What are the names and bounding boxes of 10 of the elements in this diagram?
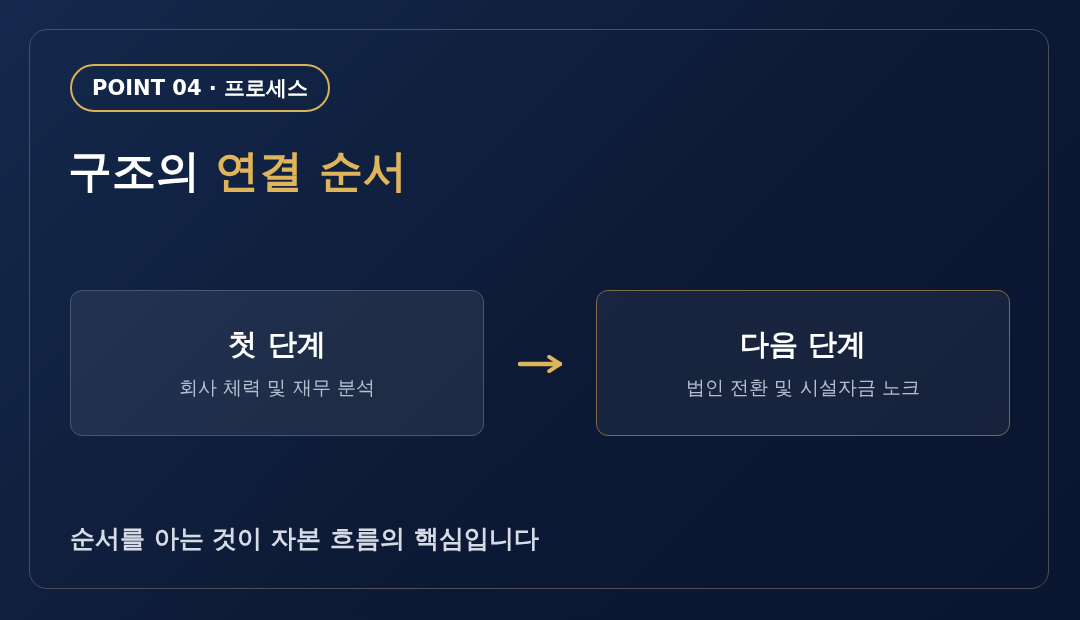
- title: 구조의 연결 순서: [68, 144, 407, 198]
- step-description: 회사 체력 및 재무 분석: [179, 375, 375, 400]
- step-heading: 첫 단계: [228, 326, 326, 363]
- arrow: [517, 354, 563, 374]
- step-heading: 다음 단계: [739, 326, 867, 363]
- step-description: 법인 전환 및 시설자금 노크: [686, 375, 920, 400]
- caption: 순서를 아는 것이 자본 흐름의 핵심입니다: [70, 523, 539, 555]
- step-card: [596, 290, 1010, 436]
- point-badge: POINT 04 · 프로세스: [70, 64, 331, 112]
- step-card: [70, 290, 484, 436]
